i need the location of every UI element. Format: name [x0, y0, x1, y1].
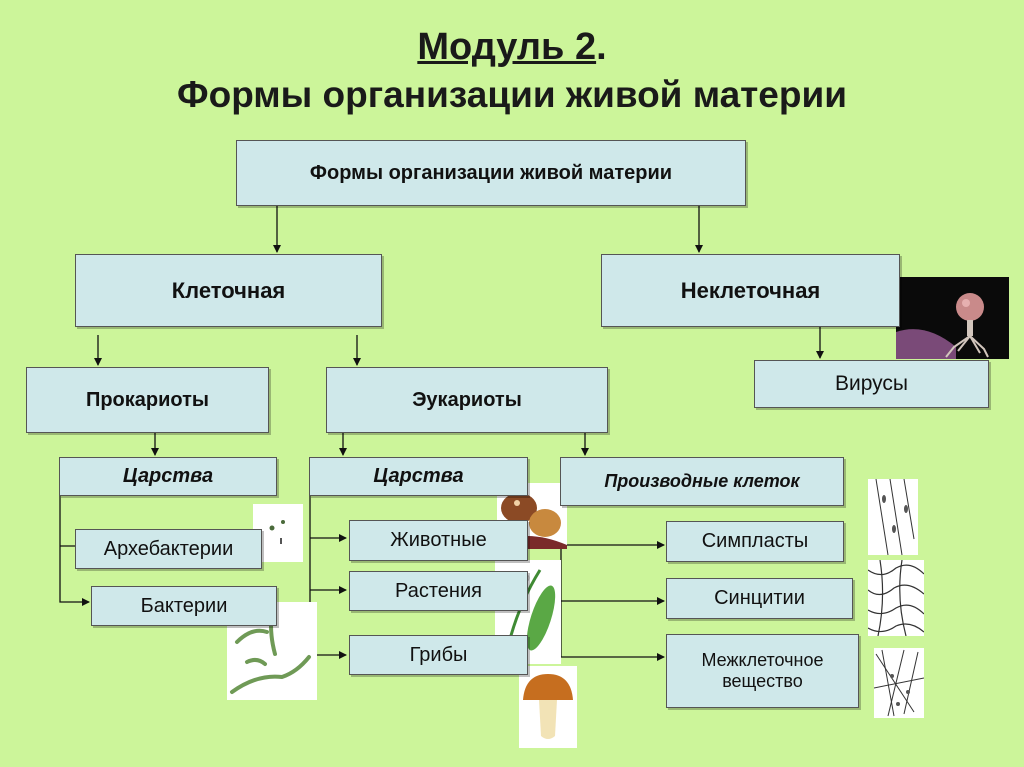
prokaryotes-box: Прокариоты: [26, 367, 269, 433]
noncellular-box: Неклеточная: [601, 254, 900, 327]
intercellular-image: [874, 648, 924, 718]
cell-derivatives-box: Производные клеток: [560, 457, 844, 506]
mushroom-image: [519, 666, 577, 748]
cellular-box: Клеточная: [75, 254, 382, 327]
slide-subtitle: Формы организации живой материи: [177, 74, 847, 115]
viruses-box: Вирусы: [754, 360, 989, 408]
symplast-image: [868, 479, 918, 555]
symplasts-box: Симпласты: [666, 521, 844, 562]
kingdoms-eukaryotes-box: Царства: [309, 457, 528, 496]
intercellular-box: Межклеточное вещество: [666, 634, 859, 708]
arrow-to-intercellular: [560, 506, 665, 661]
root-box: Формы организации живой материи: [236, 140, 746, 206]
module-dot: .: [596, 26, 607, 68]
archaebacteria-box: Архебактерии: [75, 529, 262, 569]
bacteria-box: Бактерии: [91, 586, 277, 626]
plants-box: Растения: [349, 571, 528, 611]
eukaryotes-box: Эукариоты: [326, 367, 608, 433]
animals-box: Животные: [349, 520, 528, 561]
fungi-box: Грибы: [349, 635, 528, 675]
module-label: Модуль 2: [417, 26, 597, 68]
virus-image: [896, 277, 1009, 359]
module-title: Модуль 2.: [0, 26, 1024, 69]
syncytia-box: Синцитии: [666, 578, 853, 619]
arrow-to-bacteria: [59, 496, 90, 606]
syncytium-image: [868, 560, 924, 636]
kingdoms-prokaryotes-box: Царства: [59, 457, 277, 496]
